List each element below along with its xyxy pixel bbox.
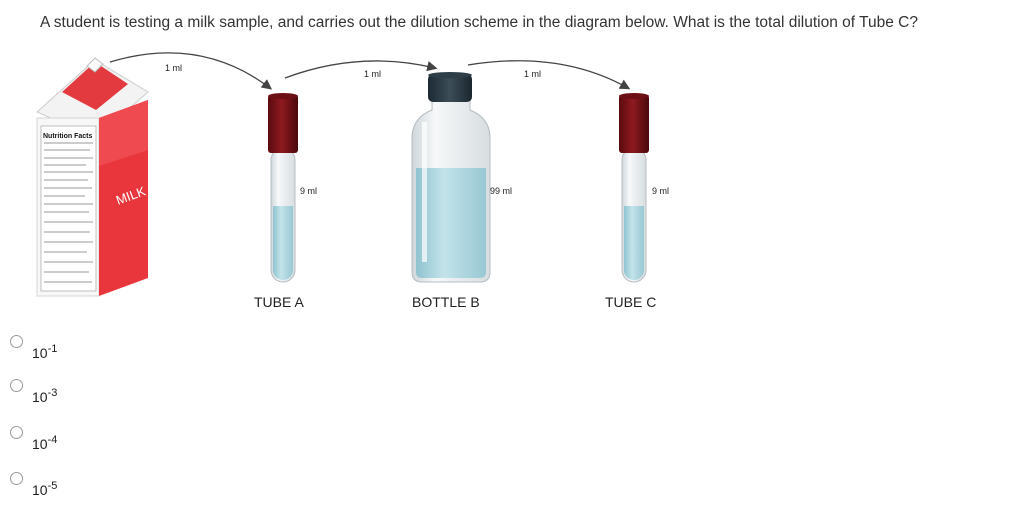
- bottle-b-icon: [411, 72, 491, 283]
- tube-c-label: TUBE C: [605, 294, 656, 310]
- transfer-label-3: 1 ml: [524, 69, 541, 79]
- carton-panel-title: Nutrition Facts: [43, 133, 92, 140]
- option-label: 10-1: [32, 343, 58, 361]
- radio-button[interactable]: [10, 472, 23, 485]
- answer-option-2[interactable]: 10-3: [10, 377, 57, 405]
- option-label: 10-3: [32, 387, 58, 405]
- answer-option-1[interactable]: 10-1: [10, 333, 57, 361]
- option-label: 10-4: [32, 434, 58, 452]
- tube-a-volume: 9 ml: [300, 186, 317, 196]
- bottle-b-label: BOTTLE B: [412, 294, 480, 310]
- tube-a-label: TUBE A: [254, 294, 304, 310]
- radio-button[interactable]: [10, 335, 23, 348]
- tube-c-icon: [619, 93, 649, 283]
- option-label: 10-5: [32, 480, 58, 498]
- tube-c-volume: 9 ml: [652, 186, 669, 196]
- answer-option-3[interactable]: 10-4: [10, 424, 57, 452]
- answer-option-4[interactable]: 10-5: [10, 470, 57, 498]
- transfer-label-1: 1 ml: [165, 63, 182, 73]
- transfer-label-2: 1 ml: [364, 69, 381, 79]
- question-text: A student is testing a milk sample, and …: [40, 14, 918, 31]
- dilution-diagram: Nutrition Facts MILK 1 ml 1 ml 1 ml 9 ml…: [36, 52, 669, 310]
- milk-carton-icon: [36, 57, 149, 297]
- radio-button[interactable]: [10, 426, 23, 439]
- tube-a-icon: [268, 93, 298, 283]
- radio-button[interactable]: [10, 379, 23, 392]
- bottle-b-volume: 99 ml: [490, 186, 512, 196]
